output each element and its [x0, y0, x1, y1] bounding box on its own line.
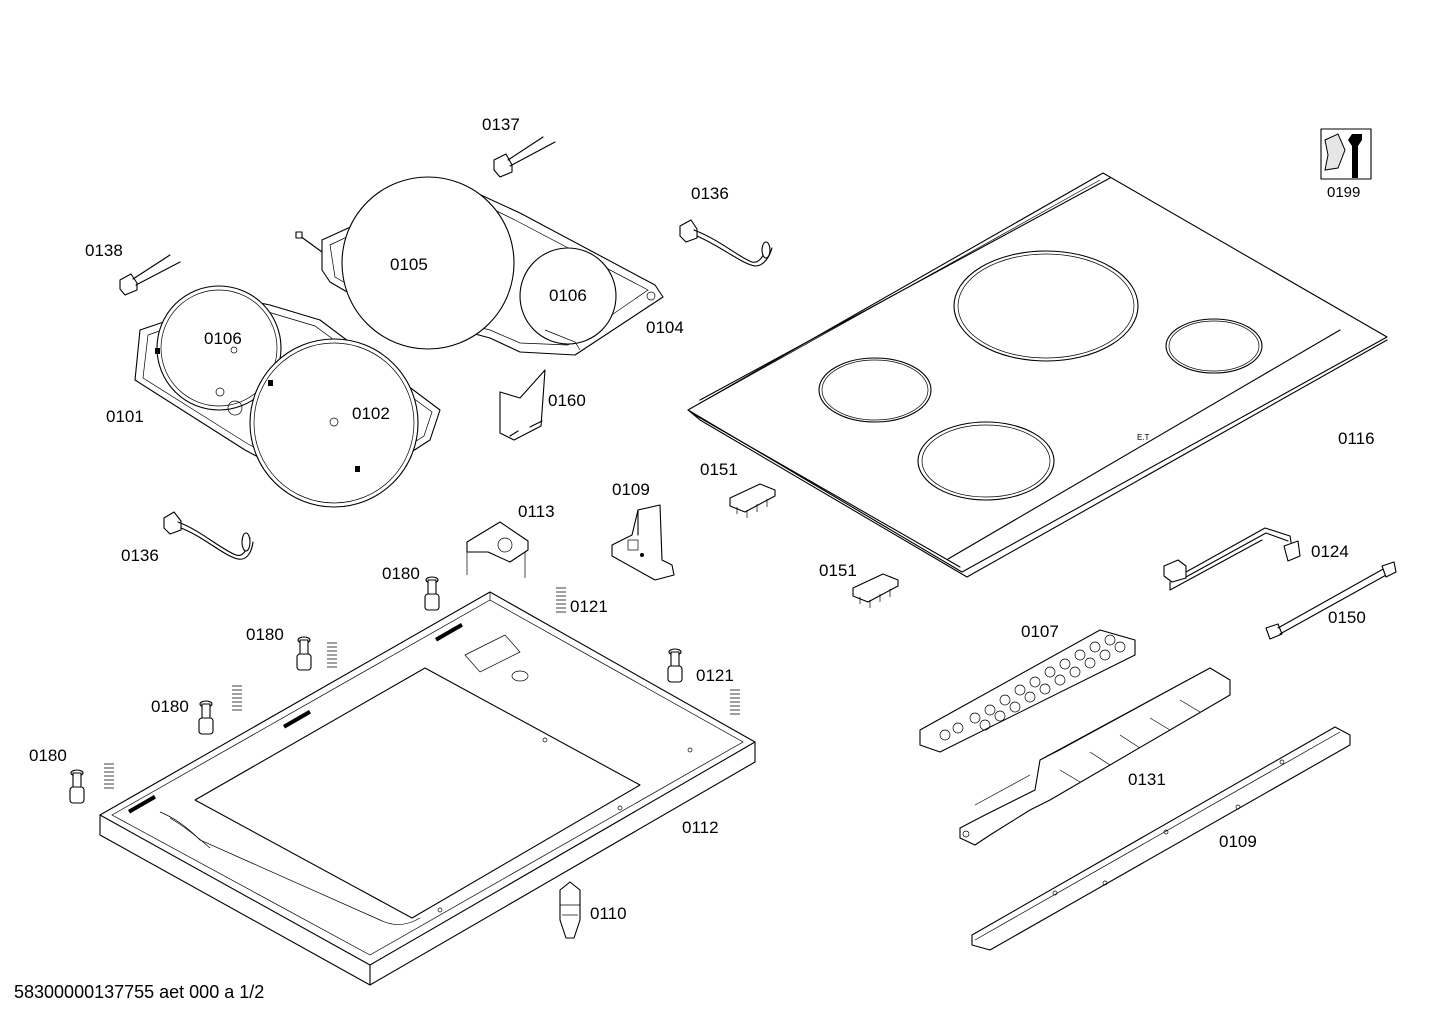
- label-0112: 0112: [682, 818, 719, 837]
- part-0151-connector-b: [852, 573, 899, 608]
- wrench-nut-icon: [1320, 128, 1372, 180]
- part-0136-cable-left: [163, 511, 254, 560]
- label-0180-b: 0180: [246, 625, 284, 644]
- label-0105: 0105: [390, 255, 428, 274]
- label-0180-c: 0180: [151, 697, 189, 716]
- part-0138-sensor: [119, 254, 181, 296]
- part-0180-foot-a: [424, 576, 440, 611]
- part-0109-bracket: [611, 504, 675, 581]
- label-0107: 0107: [1021, 622, 1059, 641]
- part-0112-housing: [99, 591, 756, 986]
- label-0101: 0101: [106, 407, 144, 426]
- part-0150-cable: [1265, 561, 1397, 640]
- label-0151-bottom: 0151: [819, 561, 857, 580]
- label-0180-d: 0180: [29, 746, 67, 765]
- label-0136-left: 0136: [121, 546, 159, 565]
- part-0121-springs: [104, 587, 740, 789]
- part-0180-foot-c: [198, 700, 214, 735]
- part-0160-bracket: [499, 369, 546, 441]
- label-0106-left: 0106: [204, 329, 242, 348]
- label-0160: 0160: [548, 391, 586, 410]
- label-0136-top: 0136: [691, 184, 729, 203]
- part-0180-foot-d: [69, 769, 85, 804]
- part-0124-cable: [1163, 527, 1301, 591]
- label-0121-b: 0121: [696, 666, 734, 685]
- drawing-reference-number: 58300000137755 aet 000 a 1/2: [14, 982, 265, 1002]
- part-0104-element-frame: [295, 176, 664, 356]
- label-0124: 0124: [1311, 542, 1349, 561]
- label-0150: 0150: [1328, 608, 1366, 627]
- label-0138: 0138: [85, 241, 123, 260]
- part-0101-element-frame: [134, 285, 441, 508]
- label-0131: 0131: [1128, 770, 1166, 789]
- part-0116-glass-cooktop: E.T: [687, 172, 1388, 578]
- label-0121-a: 0121: [570, 597, 608, 616]
- part-0136-cable-top: [679, 219, 773, 267]
- svg-text:E.T: E.T: [1137, 433, 1150, 442]
- label-0109-bracket: 0109: [612, 480, 650, 499]
- label-0199: 0199: [1327, 184, 1361, 201]
- part-0110-clip: [559, 881, 581, 939]
- label-0102: 0102: [352, 404, 390, 423]
- part-0107-control-board: [919, 629, 1136, 753]
- part-0137-sensor: [493, 136, 556, 178]
- label-0110: 0110: [590, 904, 627, 923]
- label-0116: 0116: [1338, 429, 1375, 448]
- label-0113: 0113: [518, 502, 555, 521]
- label-0109-rail: 0109: [1219, 832, 1257, 851]
- part-0113-bracket: [466, 521, 529, 578]
- label-0137: 0137: [482, 115, 520, 134]
- label-0104: 0104: [646, 318, 684, 337]
- part-0131-carrier: [959, 667, 1231, 846]
- part-0180-foot-e: [667, 648, 683, 683]
- label-0151-top: 0151: [700, 460, 738, 479]
- part-0109-rail: [971, 726, 1351, 951]
- part-0151-connector-a: [729, 483, 776, 518]
- label-0106-top: 0106: [549, 286, 587, 305]
- part-0180-foot-b: [296, 636, 312, 671]
- label-0180-a: 0180: [382, 564, 420, 583]
